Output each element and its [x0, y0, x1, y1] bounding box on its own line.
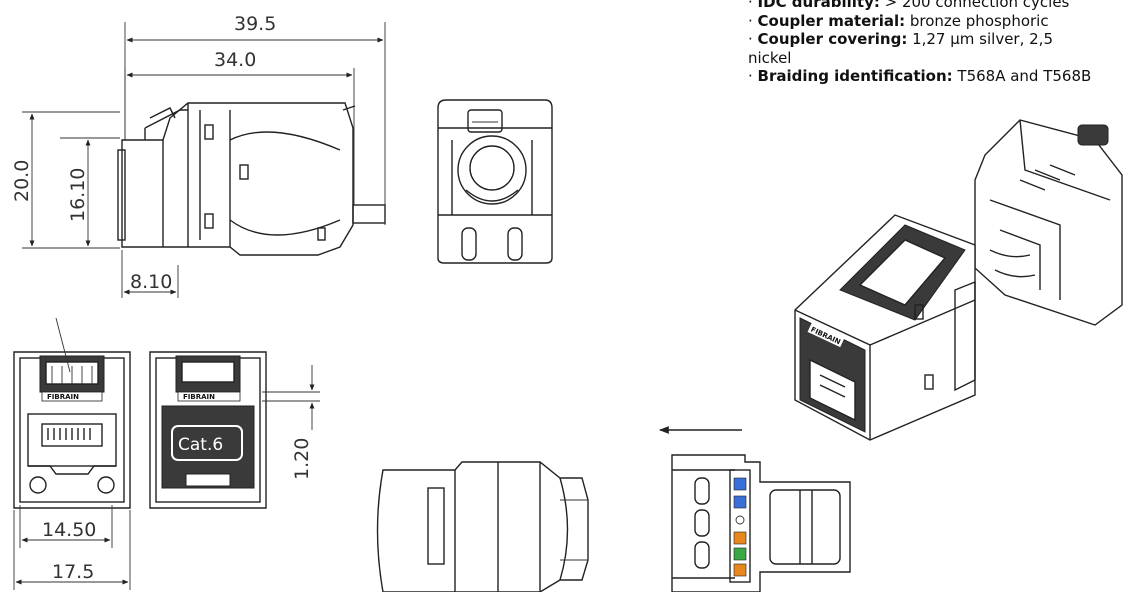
spec-label: Coupler covering: — [757, 30, 908, 48]
dim-overall-height: 20.0 — [11, 160, 33, 202]
front-view-b: FIBRAIN Cat.6 1.20 — [149, 351, 320, 509]
keystone-render: FIBRAIN — [794, 119, 1123, 441]
category-mark: Cat.6 — [178, 435, 223, 455]
bottom-view — [659, 426, 851, 592]
rear-view — [437, 99, 553, 264]
dim-overall-length: 39.5 — [234, 13, 276, 35]
spec-value: T568A and T568B — [952, 67, 1092, 85]
spec-row-material: · Coupler material: bronze phosphoric — [748, 11, 1049, 30]
spec-row-braiding: · Braiding identification: T568A and T56… — [748, 67, 1092, 85]
top-view — [376, 461, 589, 592]
dim-latch-offset: 8.10 — [130, 271, 172, 293]
spec-row-covering: · Coupler covering: 1,27 µm silver, 2,5 — [748, 30, 1053, 48]
spec-value: nickel — [748, 48, 792, 67]
spec-value: bronze phosphoric — [905, 11, 1049, 30]
dim-body-height: 16.10 — [67, 168, 89, 222]
spec-label: Coupler material: — [757, 11, 906, 30]
spec-label: Braiding identification: — [757, 67, 953, 85]
spec-label: IDC durability: — [757, 0, 880, 11]
spec-row-idc: · IDC durability: > 200 connection cycle… — [748, 0, 1127, 12]
dim-front-width-inner: 14.50 — [42, 519, 96, 541]
front-view-a: FIBRAIN 14.50 17.5 — [13, 317, 131, 590]
dim-gap: 1.20 — [291, 438, 313, 480]
brand-mark: FIBRAIN — [47, 393, 79, 401]
dim-body-length: 34.0 — [214, 49, 256, 71]
side-view: 39.5 34.0 20.0 16.10 — [11, 13, 386, 298]
spec-value: 1,27 µm silver, 2,5 — [907, 30, 1053, 48]
spec-list: · IDC durability: > 200 connection cycle… — [748, 0, 1127, 86]
spec-row-covering-cont: nickel — [748, 49, 1127, 68]
dim-front-width-outer: 17.5 — [52, 561, 94, 583]
spec-value: > 200 connection cycles — [879, 0, 1070, 11]
brand-mark: FIBRAIN — [183, 393, 215, 401]
